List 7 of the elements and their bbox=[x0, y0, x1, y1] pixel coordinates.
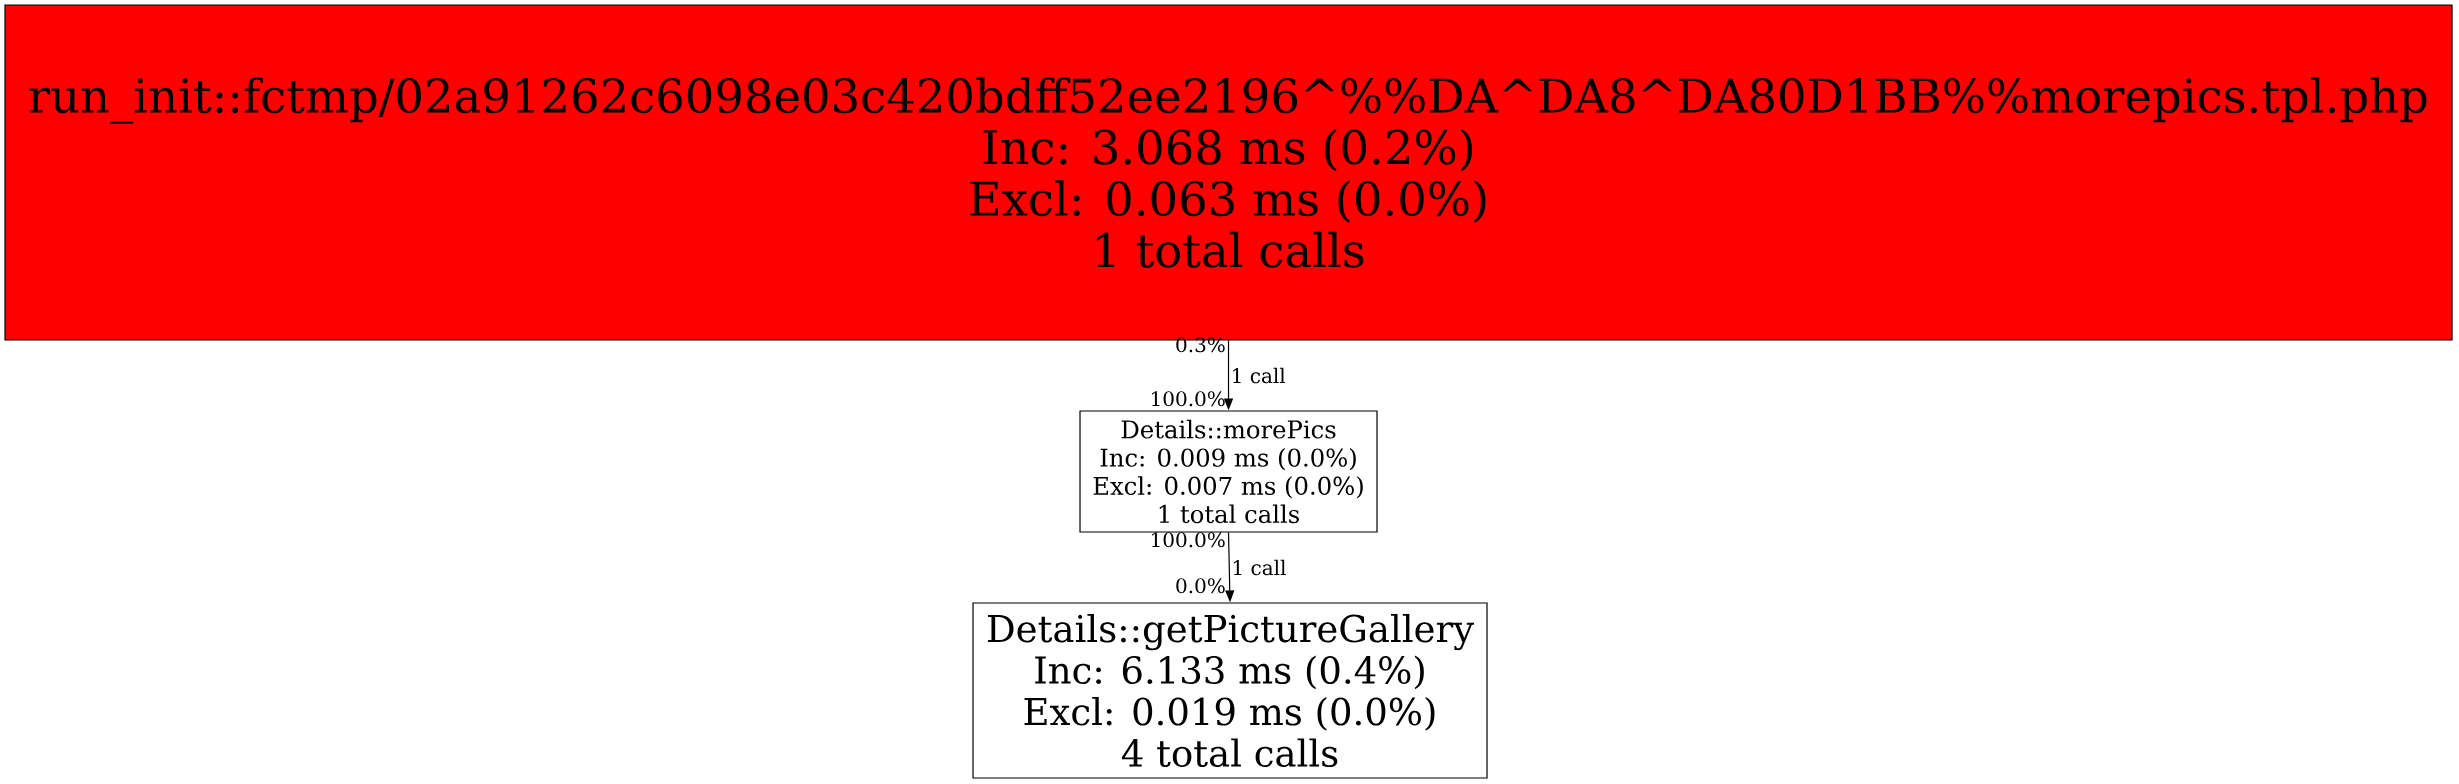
edge-label: 1 call bbox=[1233, 367, 1286, 384]
percentage-label: 0.0% bbox=[1176, 578, 1225, 594]
edge-label: 1 call bbox=[1233, 559, 1286, 576]
percentage-label: 100.0% bbox=[1152, 532, 1225, 548]
function-box: Details::morePics Inc: 0.009 ms (0.0%) Excl: 0.007 ms (0.0%) 1 total calls bbox=[1079, 410, 1378, 533]
function-box: Details::getPictureGallery Inc: 6.133 ms (0.4%) Excl: 0.019 ms (0.0%) 4 total calls bbox=[972, 602, 1488, 779]
percentage-label: 100.0% bbox=[1152, 391, 1225, 407]
